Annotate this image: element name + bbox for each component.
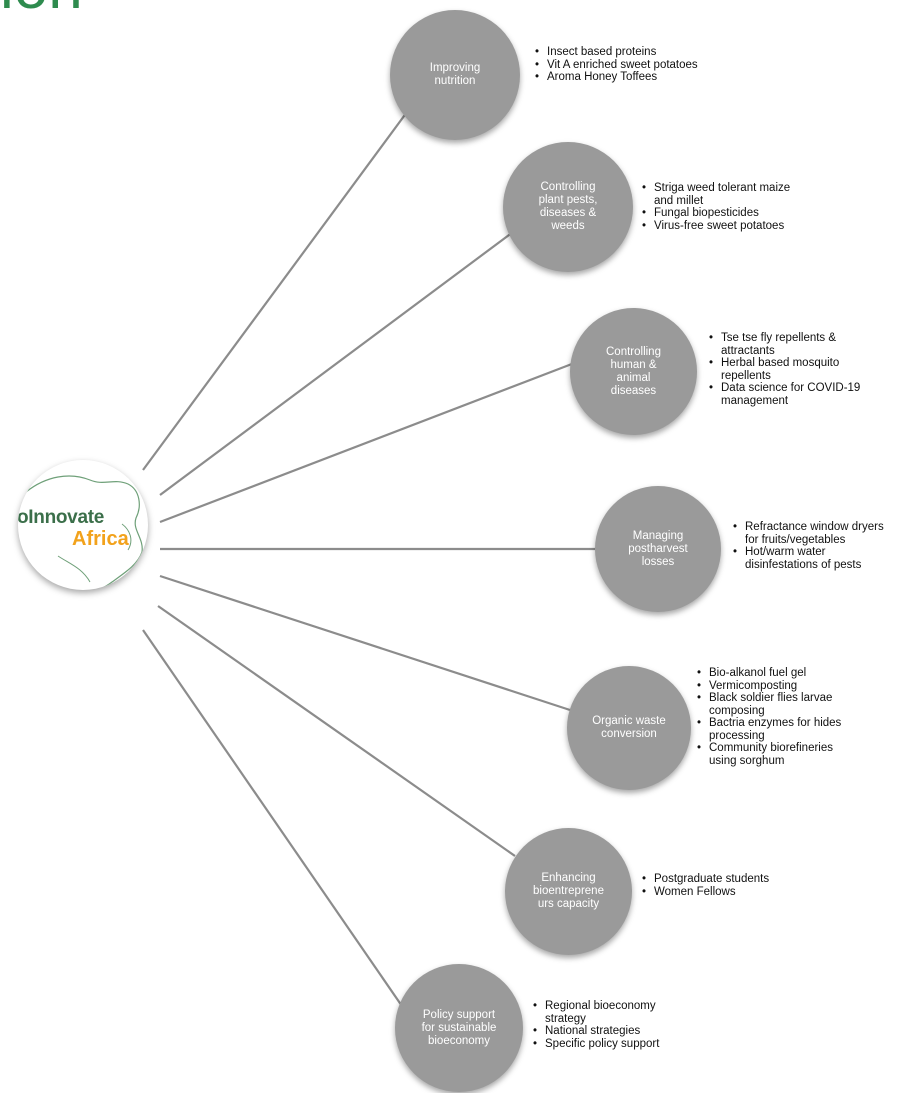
- list-item: Postgraduate students: [642, 873, 842, 886]
- list-item: Specific policy support: [533, 1038, 733, 1051]
- bullets-managing-postharvest-losses: Refractance window dryers for fruits/veg…: [733, 521, 909, 571]
- bullets-enhancing-bioentrepreneurs-capacity: Postgraduate students Women Fellows: [642, 873, 842, 898]
- list-item: Black soldier flies larvae composing: [697, 692, 897, 717]
- list-item: Bactria enzymes for hides processing: [697, 717, 897, 742]
- node-controlling-plant-pests: Controlling plant pests, diseases & weed…: [503, 142, 633, 272]
- bullets-controlling-plant-pests: Striga weed tolerant maize and millet Fu…: [642, 182, 852, 232]
- list-item: Women Fellows: [642, 886, 842, 899]
- node-improving-nutrition: Improving nutrition: [390, 10, 520, 140]
- list-item: Insect based proteins: [535, 46, 745, 59]
- list-item: Data science for COVID-19 management: [709, 382, 909, 407]
- list-item: Regional bioeconomy strategy: [533, 1000, 733, 1025]
- bullets-policy-support: Regional bioeconomy strategy National st…: [533, 1000, 733, 1050]
- node-label: Enhancing bioentreprene urs capacity: [533, 872, 604, 910]
- connector-bioentrepreneurs: [157, 605, 516, 857]
- list-item: Refractance window dryers for fruits/veg…: [733, 521, 909, 546]
- list-item: Herbal based mosquito repellents: [709, 357, 909, 382]
- connector-human-animal: [159, 360, 578, 524]
- list-item: Hot/warm water disinfestations of pests: [733, 546, 909, 571]
- list-item: National strategies: [533, 1025, 733, 1038]
- logo-text-bioinnovate: ioInnovate: [18, 507, 105, 528]
- list-item: Vermicomposting: [697, 680, 897, 693]
- bullets-organic-waste-conversion: Bio-alkanol fuel gel Vermicomposting Bla…: [697, 667, 897, 767]
- node-label: Controlling plant pests, diseases & weed…: [538, 181, 598, 232]
- list-item: Bio-alkanol fuel gel: [697, 667, 897, 680]
- node-managing-postharvest-losses: Managing postharvest losses: [595, 486, 721, 612]
- node-label: Organic waste conversion: [592, 715, 666, 740]
- bullets-improving-nutrition: Insect based proteins Vit A enriched swe…: [535, 46, 745, 84]
- bullets-controlling-human-animal-diseases: Tse tse fly repellents & attractants Her…: [709, 332, 909, 407]
- node-organic-waste-conversion: Organic waste conversion: [567, 666, 691, 790]
- node-label: Policy support for sustainable bioeconom…: [421, 1008, 497, 1047]
- africa-map-outline-icon: [25, 475, 143, 590]
- slide-title-fragment: ion: [0, 0, 160, 16]
- list-item: Striga weed tolerant maize and millet: [642, 182, 852, 207]
- connector-plant-pests: [159, 231, 514, 496]
- list-item: Tse tse fly repellents & attractants: [709, 332, 909, 357]
- node-enhancing-bioentrepreneurs-capacity: Enhancing bioentreprene urs capacity: [505, 828, 632, 955]
- list-item: Aroma Honey Toffees: [535, 71, 745, 84]
- node-label: Managing postharvest losses: [628, 529, 688, 568]
- list-item: Fungal biopesticides: [642, 207, 852, 220]
- list-item: Community biorefineries using sorghum: [697, 742, 897, 767]
- node-controlling-human-animal-diseases: Controlling human & animal diseases: [570, 308, 697, 435]
- node-label: Improving nutrition: [429, 62, 481, 87]
- logo-text-africa: Africa: [72, 528, 129, 550]
- list-item: Virus-free sweet potatoes: [642, 220, 852, 233]
- node-policy-support: Policy support for sustainable bioeconom…: [395, 964, 523, 1092]
- connector-organic-waste: [159, 574, 571, 712]
- connector-policy: [142, 629, 416, 1026]
- connector-nutrition: [142, 111, 408, 471]
- bioinnovate-logo-hub: ioInnovate Africa: [18, 460, 148, 590]
- node-label: Controlling human & animal diseases: [606, 345, 661, 397]
- list-item: Vit A enriched sweet potatoes: [535, 59, 745, 72]
